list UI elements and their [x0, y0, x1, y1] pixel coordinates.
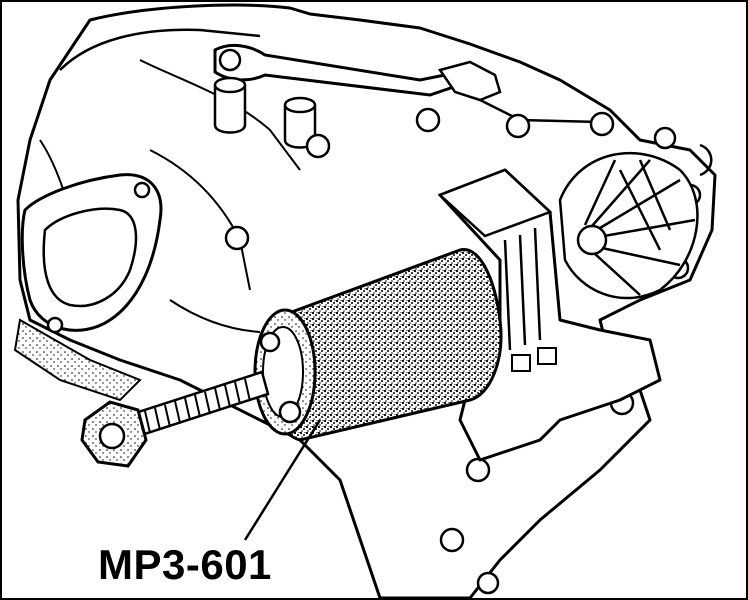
bolt [476, 571, 500, 595]
bolt [224, 225, 250, 251]
shaft-boss-right-top [283, 96, 317, 114]
bracket-slot-right [537, 347, 557, 365]
flange-bolt-hole-bottom [46, 316, 64, 334]
housing-shading [13, 318, 142, 402]
bolt [305, 133, 331, 159]
bracket-ribs [503, 227, 542, 351]
flange-opening [42, 207, 138, 308]
differential-cover [558, 143, 713, 300]
bolt [505, 113, 531, 139]
shaft-boss-left [213, 85, 247, 134]
bolt [589, 111, 615, 137]
bracket-top-face [437, 168, 553, 238]
bolt [465, 457, 491, 483]
puller-bolt-bottom [278, 400, 302, 424]
bolt [415, 107, 441, 133]
tool-part-number: MP3-601 [98, 541, 272, 588]
bracket-slot-left [511, 354, 531, 372]
shift-fork [437, 60, 502, 102]
housing-contour-upper [59, 28, 261, 71]
lever-pivot [218, 48, 242, 72]
housing-contour-ridge [139, 59, 301, 171]
spindle-hex-center [98, 422, 126, 450]
bolt [653, 126, 677, 150]
puller-bolt-top [259, 331, 281, 353]
shaft-boss-left-top [213, 76, 247, 94]
housing-contour-bottom [169, 299, 261, 333]
leader-line [243, 419, 322, 541]
bolt [439, 527, 465, 553]
flange-bolt-hole-top [133, 181, 151, 199]
